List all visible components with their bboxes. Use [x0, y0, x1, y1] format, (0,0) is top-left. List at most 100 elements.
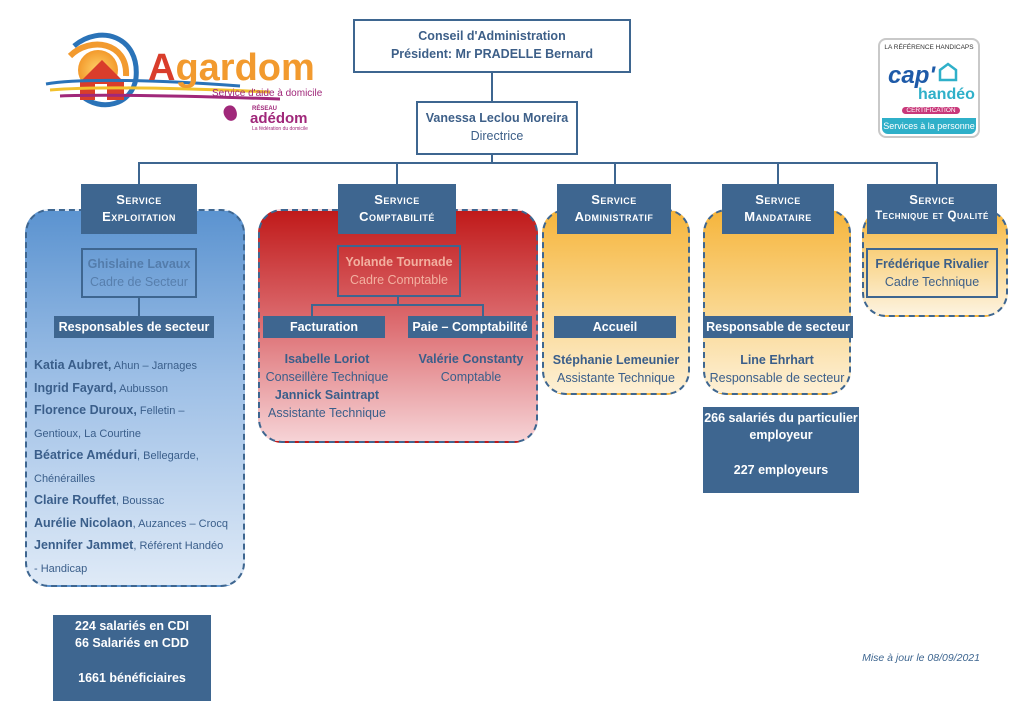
- stat-cdi: 224 salariés en CDI: [75, 619, 189, 633]
- exploitation-panel: [25, 209, 245, 587]
- list-item: Béatrice Améduri, Bellegarde,: [34, 448, 199, 462]
- mandataire-header: Service Mandataire: [722, 184, 834, 234]
- comptabilite-head-role: Cadre Comptable: [350, 273, 448, 287]
- connector-comptabilite-split: [311, 304, 483, 306]
- person-role: Comptable: [440, 370, 502, 384]
- exploitation-head-box: Ghislaine Lavaux Cadre de Secteur: [81, 248, 197, 298]
- exploitation-head-role: Cadre de Secteur: [90, 275, 188, 289]
- exploitation-sector-bar: Responsables de secteur: [54, 316, 214, 338]
- mandataire-sector-bar: Responsable de secteur: [703, 316, 853, 338]
- connector-exploitation: [138, 162, 140, 186]
- technique-header: Service Technique et Qualité: [867, 184, 997, 234]
- brand-initial: A: [148, 47, 176, 89]
- person-role: Assistante Technique: [557, 371, 675, 385]
- stat-beneficiaires: 1661 bénéficiaires: [78, 671, 186, 685]
- connector-comptabilite-inner: [397, 297, 399, 305]
- person-name: Valérie Constanty: [418, 352, 524, 366]
- person-name: Stéphanie Lemeunier: [552, 353, 680, 367]
- facturation-people: Isabelle Loriot Conseillère Technique Ja…: [258, 350, 396, 422]
- handeo-cert: CERTIFICATION: [902, 107, 960, 114]
- handeo-name: handéo: [918, 86, 975, 103]
- technique-head-box: Frédérique Rivalier Cadre Technique: [866, 248, 998, 298]
- technique-title-1: Service: [909, 192, 955, 207]
- comptabilite-head-name: Yolande Tournade: [345, 255, 453, 269]
- list-item: Claire Rouffet, Boussac: [34, 493, 165, 507]
- comptabilite-title-2: Comptabilité: [359, 209, 435, 224]
- administratif-title-2: Administratif: [574, 209, 654, 224]
- connector-exploitation-inner: [138, 298, 140, 316]
- handeo-certification-badge: LA RÉFÉRENCE HANDICAPS cap' handéo CERTI…: [878, 38, 980, 138]
- brand-tagline: Service d'aide à domicile: [212, 88, 323, 99]
- list-item: Florence Duroux, Felletin –: [34, 403, 185, 417]
- list-item: Ingrid Fayard, Aubusson: [34, 380, 169, 395]
- board-president: Président: Mr PRADELLE Bernard: [390, 47, 594, 61]
- handeo-services: Services à la personne: [882, 118, 976, 134]
- network-name: adédom: [250, 110, 308, 127]
- person-role: Responsable de secteur: [709, 371, 845, 385]
- connector-facturation: [311, 304, 313, 316]
- facturation-bar: Facturation: [263, 316, 385, 338]
- connector-board-director: [491, 72, 493, 102]
- list-item: Aurélie Nicolaon, Auzances – Crocq: [34, 515, 229, 530]
- list-item: - Handicap: [34, 562, 88, 575]
- mandataire-panel: [703, 209, 851, 395]
- connector-comptabilite: [396, 162, 398, 186]
- exploitation-sector-list: Katia Aubret, Ahun – Jarnages Ingrid Fay…: [34, 355, 244, 580]
- board-box: Conseil d'Administration Président: Mr P…: [353, 19, 631, 73]
- connector-bus: [138, 162, 938, 164]
- technique-head-name: Frédérique Rivalier: [875, 257, 989, 271]
- person-name: Isabelle Loriot: [284, 352, 370, 366]
- mandataire-person: Line Ehrhart Responsable de secteur: [703, 351, 851, 387]
- stat-cdd: 66 Salariés en CDD: [75, 636, 189, 650]
- director-role: Directrice: [470, 129, 524, 143]
- network-label: RÉSEAU: [252, 106, 278, 112]
- administratif-title-1: Service: [591, 192, 637, 207]
- mandataire-stat-1: 266 salariés du particulier: [704, 411, 858, 425]
- update-date: Mise à jour le 08/09/2021: [862, 652, 980, 664]
- handeo-top-label: LA RÉFÉRENCE HANDICAPS: [884, 44, 974, 51]
- person-name: Jannick Saintrapt: [274, 388, 380, 402]
- connector-paie: [482, 304, 484, 316]
- connector-mandataire: [777, 162, 779, 186]
- comptabilite-title-1: Service: [374, 192, 420, 207]
- exploitation-title-2: Exploitation: [102, 209, 176, 224]
- connector-administratif: [614, 162, 616, 186]
- mandataire-title-2: Mandataire: [744, 209, 812, 224]
- exploitation-head-name: Ghislaine Lavaux: [87, 257, 191, 271]
- mandataire-stat-2: employeur: [749, 428, 813, 442]
- list-item: Jennifer Jammet, Référent Handéo: [34, 538, 224, 552]
- list-item: Gentioux, La Courtine: [34, 427, 142, 440]
- mandataire-stats: 266 salariés du particulier employeur 22…: [703, 407, 859, 493]
- comptabilite-header: Service Comptabilité: [338, 184, 456, 234]
- accueil-bar: Accueil: [554, 316, 676, 338]
- director-box: Vanessa Leclou Moreira Directrice: [416, 101, 578, 155]
- brand-name: gardom: [175, 47, 315, 89]
- person-name: Line Ehrhart: [740, 353, 814, 367]
- comptabilite-head-box: Yolande Tournade Cadre Comptable: [337, 245, 461, 297]
- administratif-header: Service Administratif: [557, 184, 671, 234]
- list-item: Katia Aubret, Ahun – Jarnages: [34, 358, 197, 372]
- technique-title-2: Technique et Qualité: [875, 210, 989, 222]
- director-name: Vanessa Leclou Moreira: [425, 111, 569, 125]
- connector-technique: [936, 162, 938, 186]
- agardom-house-icon: [45, 32, 281, 121]
- company-stats: 224 salariés en CDI 66 Salariés en CDD 1…: [53, 615, 211, 701]
- person-role: Assistante Technique: [268, 406, 386, 420]
- exploitation-header: Service Exploitation: [81, 184, 197, 234]
- exploitation-title-1: Service: [116, 192, 162, 207]
- administratif-panel: [542, 209, 690, 395]
- handeo-cap: cap': [888, 62, 936, 89]
- agardom-logo: Agardom Service d'aide à domicile RÉSEAU…: [40, 26, 330, 136]
- house-icon: [938, 62, 958, 87]
- paie-people: Valérie Constanty Comptable: [404, 350, 538, 386]
- network-subtitle: La fédération du domicile: [252, 126, 308, 132]
- board-title: Conseil d'Administration: [418, 29, 566, 43]
- person-role: Conseillère Technique: [265, 370, 389, 384]
- technique-head-role: Cadre Technique: [884, 275, 980, 289]
- connector-director-bus: [491, 154, 493, 164]
- administratif-person: Stéphanie Lemeunier Assistante Technique: [542, 351, 690, 387]
- mandataire-title-1: Service: [755, 192, 801, 207]
- mandataire-stat-3: 227 employeurs: [733, 463, 829, 477]
- list-item: Chénérailles: [34, 472, 96, 485]
- paie-comptabilite-bar: Paie – Comptabilité: [408, 316, 532, 338]
